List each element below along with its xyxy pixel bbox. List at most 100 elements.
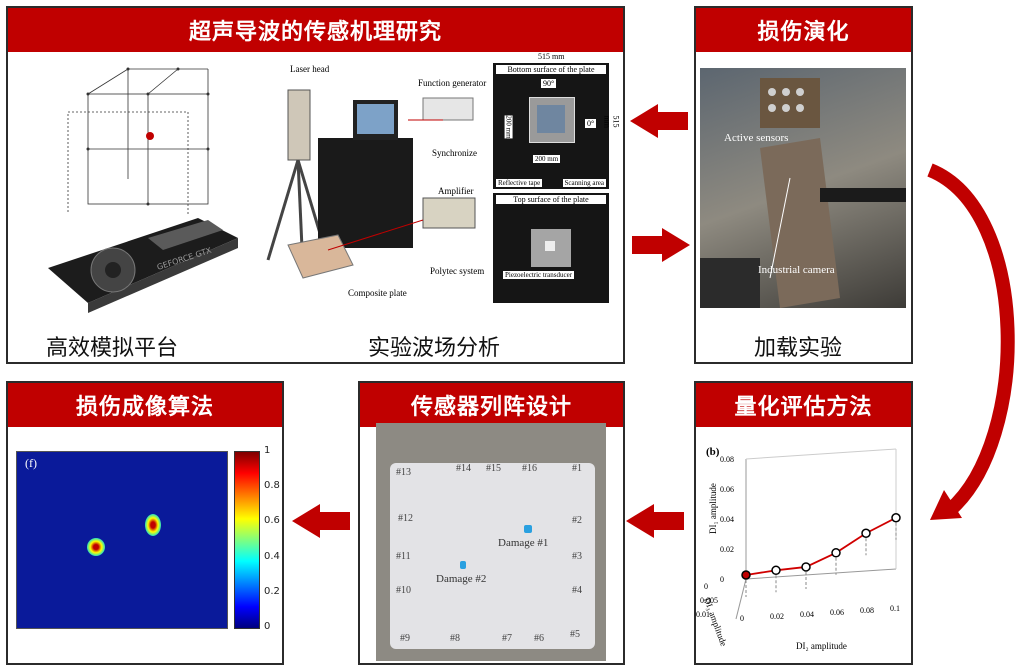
panel-evolution: 损伤演化 Active sensors Industrial camera 加载…: [694, 6, 913, 364]
damage-image-map: (f): [16, 451, 228, 629]
grid-top: [745, 448, 897, 460]
caption-loading: 加载实验: [754, 336, 843, 361]
label-active-sensors: Active sensors: [724, 132, 789, 144]
damage-marker-1: [524, 525, 532, 533]
data-point: [861, 528, 871, 538]
loading-photo: Active sensors Industrial camera: [700, 68, 906, 308]
label-damage-2: Damage #2: [436, 573, 487, 585]
sensor-label: #10: [396, 585, 411, 596]
data-point: [741, 570, 751, 580]
panel-sensor: 传感器列阵设计 Damage #1 Damage #2 #13 #14 #15 #16…: [358, 381, 625, 665]
x-axis-label: DI₂ amplitude: [796, 641, 847, 651]
panel-title: 超声导波的传感机理研究: [8, 8, 623, 52]
arrow-left-top: [630, 104, 688, 138]
panel-title: 量化评估方法: [696, 383, 911, 427]
z-axis-label: DI₁ amplitude: [708, 483, 718, 534]
data-point: [801, 562, 811, 572]
sensor-label: #3: [572, 551, 582, 562]
data-point: [831, 548, 841, 558]
panel-title: 损伤演化: [696, 8, 911, 52]
sensor-label: #7: [502, 633, 512, 644]
z-tick: 0.04: [720, 515, 734, 524]
dim-200-v: 200 mm: [504, 115, 513, 139]
x-tick: 0: [740, 614, 744, 623]
arrow-curved: [927, 163, 1015, 516]
sensor-label: #11: [396, 551, 411, 562]
plate-top-diagram: Top surface of the plate Piezoelectric t…: [493, 193, 609, 303]
label-polytec: Polytec system: [430, 266, 485, 276]
sensor-label: #12: [398, 513, 413, 524]
sensor-label: #1: [572, 463, 582, 474]
colorbar-tick: 0.2: [264, 585, 280, 597]
plate-bottom-title: Bottom surface of the plate: [496, 65, 606, 74]
z-tick: 0.06: [720, 485, 734, 494]
dim-515-top: 515 mm: [538, 52, 565, 61]
y-tick: 0.005: [700, 596, 718, 605]
label-damage-1: Damage #1: [498, 537, 549, 549]
gpu-card-image: GEFORCE GTX: [48, 218, 238, 313]
x-tick: 0.08: [860, 606, 874, 615]
arrow-left-bottom-1: [626, 504, 684, 538]
y-tick: 0.01: [696, 610, 710, 619]
label-reflective-tape: Reflective tape: [496, 179, 543, 187]
image-panel-label: (f): [25, 456, 37, 470]
arrow-right-top: [632, 228, 690, 262]
label-piezo: Piezoelectric transducer: [503, 271, 575, 279]
caption-wavefield: 实验波场分析: [368, 336, 501, 361]
sensor-array-photo: Damage #1 Damage #2 #13 #14 #15 #16 #1 #12 #2 #…: [376, 423, 606, 661]
colorbar-tick: 0.8: [264, 480, 280, 492]
panel-title: 传感器列阵设计: [360, 383, 623, 427]
plate-bottom-diagram: Bottom surface of the plate 90° 0° 200 m…: [493, 63, 609, 189]
sensor-label: #13: [396, 467, 411, 478]
colorbar-tick: 1: [264, 445, 271, 456]
colorbar: [234, 451, 260, 629]
sensor-label: #15: [486, 463, 501, 474]
sensor-label: #2: [572, 515, 582, 526]
x-tick: 0.04: [800, 610, 814, 619]
label-function-generator: Function generator: [418, 78, 487, 88]
hotspot-2: [145, 514, 161, 536]
experiment-setup: [266, 89, 476, 279]
z-tick: 0.08: [720, 455, 734, 464]
caption-simulation: 高效模拟平台: [46, 336, 179, 361]
data-point: [771, 565, 781, 576]
angle-90: 90°: [541, 79, 557, 88]
plate-top-title: Top surface of the plate: [496, 195, 606, 204]
data-point: [891, 513, 901, 523]
series-line: [745, 516, 897, 576]
label-synchronize: Synchronize: [432, 148, 477, 158]
damage-marker-2: [460, 561, 466, 569]
axis-y: [735, 578, 747, 620]
y-tick: 0: [704, 582, 708, 591]
z-tick: 0: [720, 575, 724, 584]
panel-imaging: 损伤成像算法 (f) 1 0.8 0.6 0.4 0.2 0: [6, 381, 284, 665]
label-industrial-camera: Industrial camera: [758, 264, 835, 276]
colorbar-tick: 0.4: [264, 550, 280, 562]
sensor-label: #16: [522, 463, 537, 474]
sensor-label: #6: [534, 633, 544, 644]
x-tick: 0.06: [830, 608, 844, 617]
sensor-label: #8: [450, 633, 460, 644]
dim-515-side: 515 mm: [602, 115, 621, 128]
simulation-cube: [67, 67, 210, 214]
dim-200-h: 200 mm: [533, 155, 561, 163]
sensor-label: #9: [400, 633, 410, 644]
sensor-label: #4: [572, 585, 582, 596]
z-tick: 0.02: [720, 545, 734, 554]
label-composite-plate: Composite plate: [348, 288, 407, 298]
colorbar-tick: 0.6: [264, 515, 280, 527]
angle-0: 0°: [585, 119, 597, 128]
panel-title: 损伤成像算法: [8, 383, 282, 427]
panel-mechanism: 超声导波的传感机理研究 GEFORCE GTX: [6, 6, 625, 364]
x-tick: 0.1: [890, 604, 900, 613]
sensor-label: #5: [570, 629, 580, 640]
label-laser-head: Laser head: [290, 64, 330, 74]
colorbar-tick: 0: [264, 621, 271, 632]
axis-x: [745, 568, 897, 580]
sensor-label: #14: [456, 463, 471, 474]
x-tick: 0.02: [770, 612, 784, 621]
hotspot-1: [87, 538, 105, 556]
